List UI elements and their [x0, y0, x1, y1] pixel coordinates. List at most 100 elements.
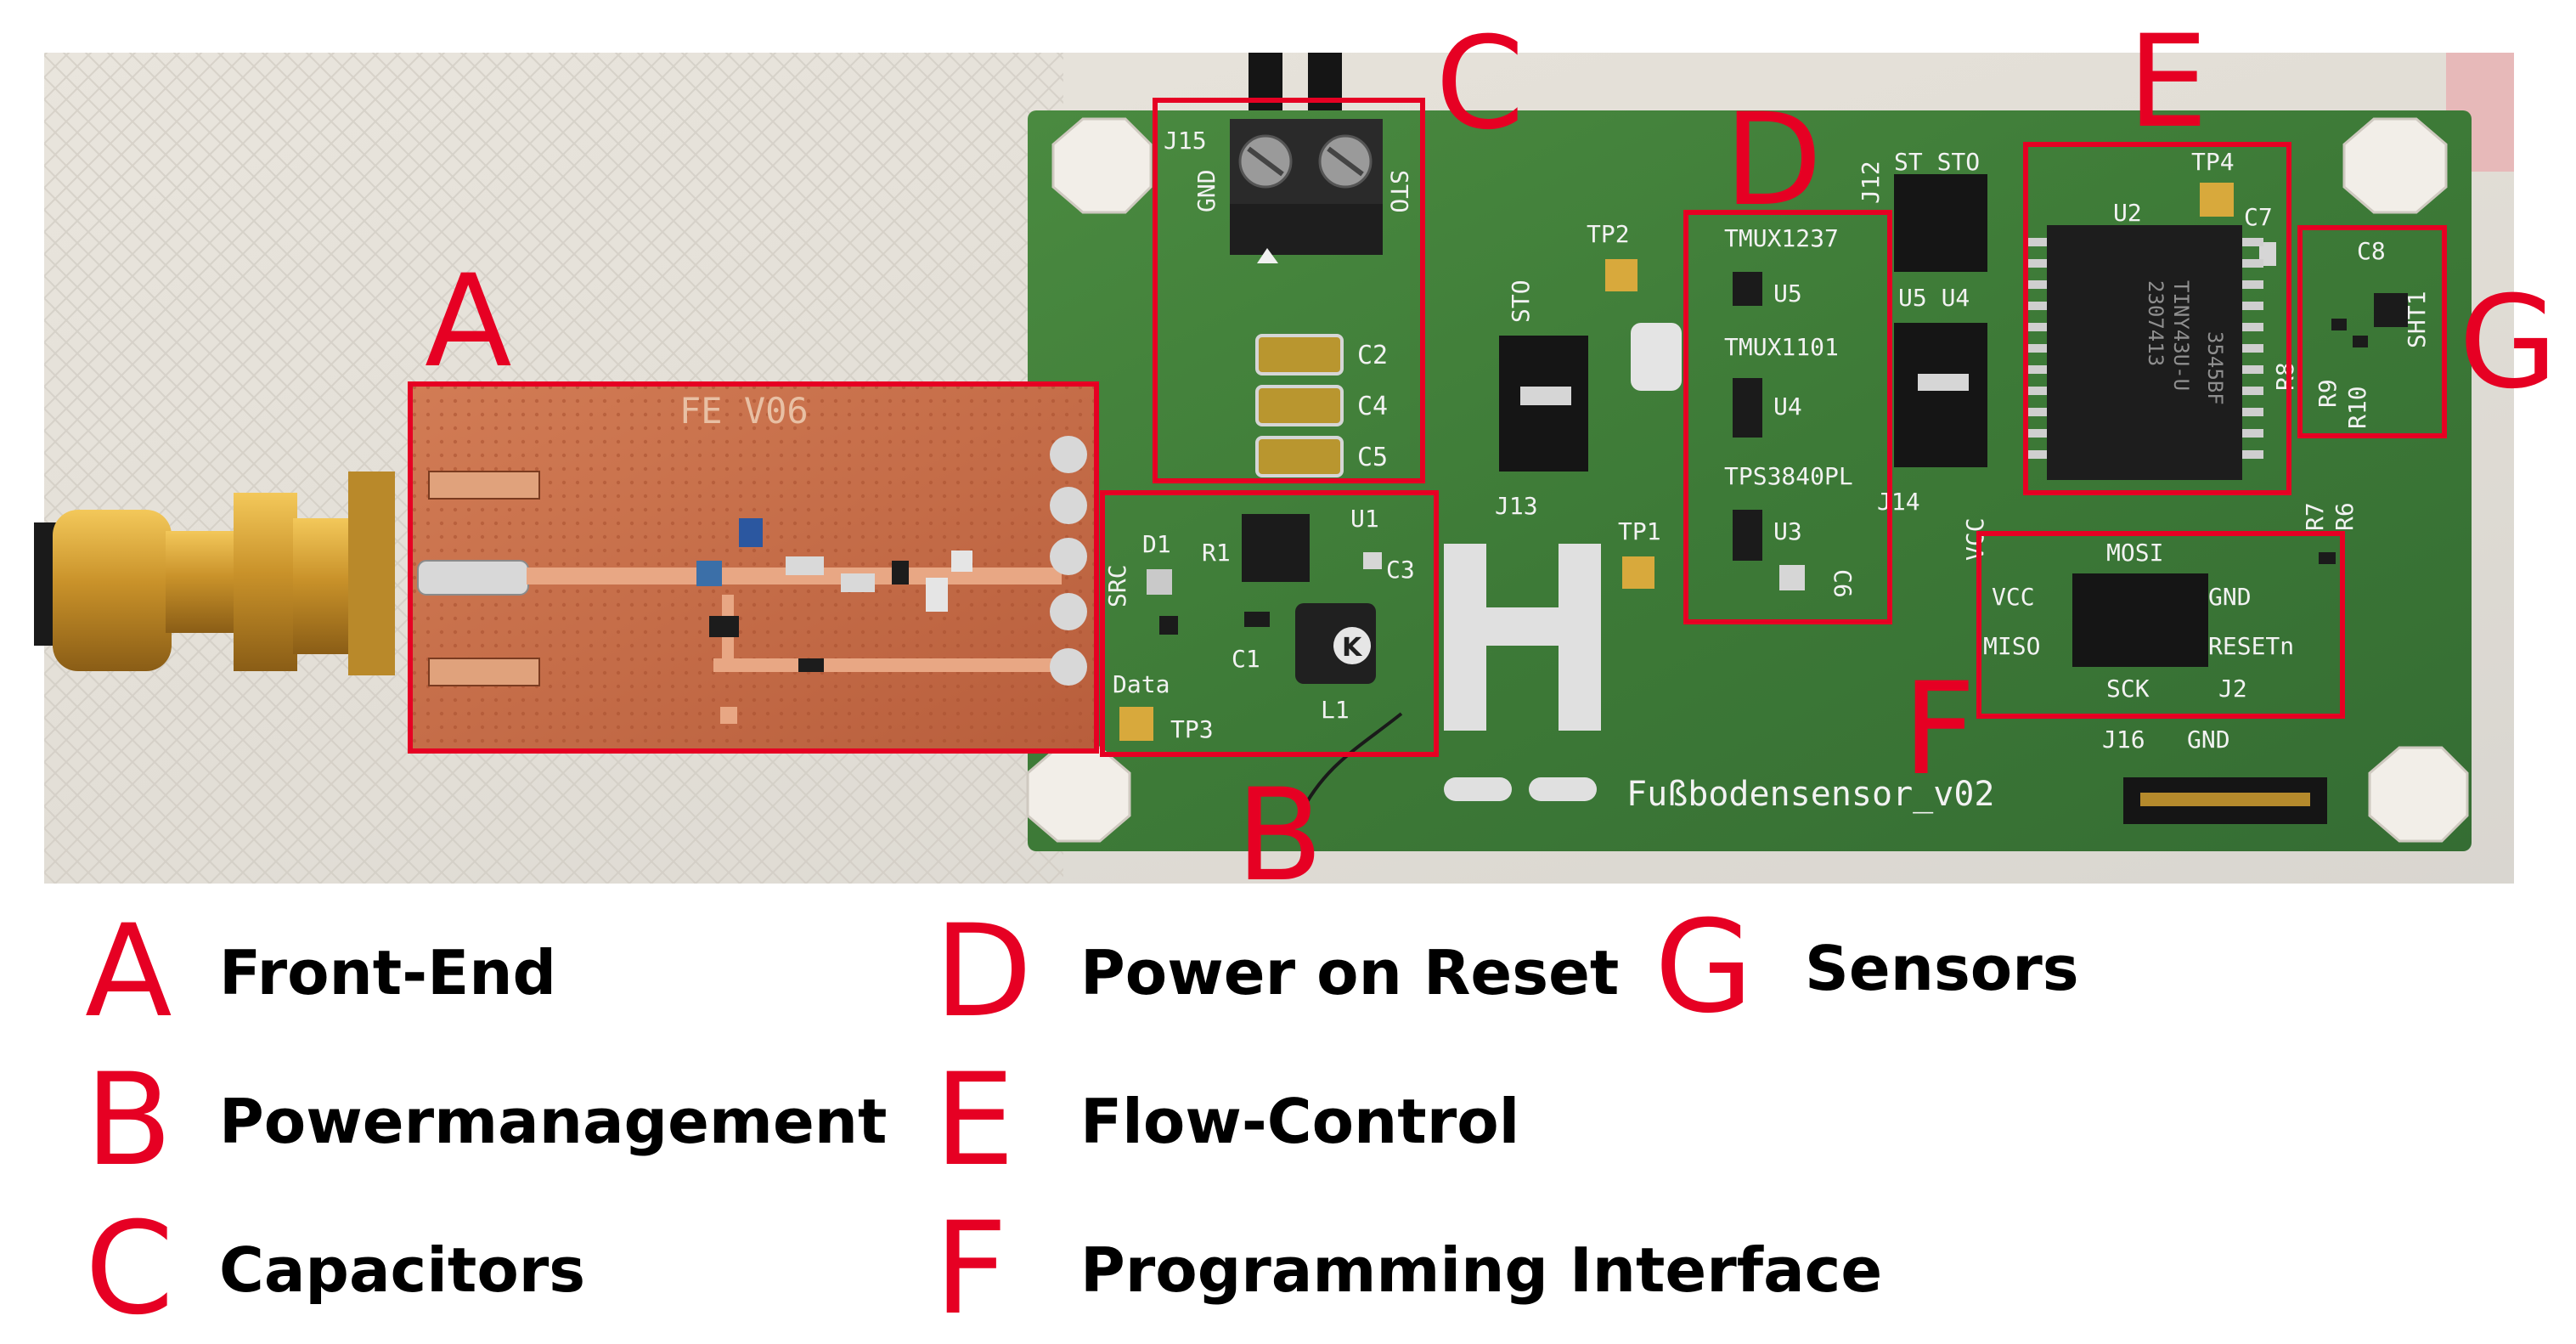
callout-b: B	[1236, 762, 1323, 910]
legend-label-e: Flow-Control	[1080, 1086, 1519, 1157]
silk-u5: U5	[1773, 280, 1802, 308]
silk-d1: D1	[1142, 530, 1171, 558]
standoff-bottom-left	[1026, 746, 1131, 843]
silk-c6: C6	[1829, 569, 1857, 598]
resistor-r9	[2331, 319, 2347, 330]
callout-e: E	[2128, 8, 2208, 156]
chip-line-3: 3545BF	[2203, 331, 2227, 405]
board-logo	[1444, 544, 1601, 801]
box-e-flow-control	[2023, 142, 2291, 495]
silk-r9: R9	[2314, 379, 2342, 408]
silk-j16: J16	[2102, 726, 2145, 754]
standoff-top-left	[1051, 117, 1153, 214]
white-blob	[1631, 323, 1682, 391]
terminal-block-j15	[1230, 119, 1383, 263]
legend-letter-b: B	[85, 1047, 172, 1194]
ic-u1	[1242, 514, 1310, 582]
legend-letter-c: C	[85, 1195, 174, 1343]
header-u5u4	[1894, 323, 1987, 467]
silk-c3: C3	[1386, 556, 1415, 584]
silk-c2: C2	[1357, 341, 1388, 370]
silk-j12: J12	[1857, 161, 1885, 204]
silk-r1: R1	[1202, 539, 1231, 567]
box-f-programming-interface	[1976, 531, 2345, 719]
testpoint-tp4	[2200, 183, 2234, 217]
cap-c6	[1779, 565, 1805, 590]
thin-wire	[1298, 712, 1403, 816]
silk-vcc: VCC	[1992, 583, 2035, 611]
callout-c: C	[1435, 10, 1525, 158]
silk-r10: R10	[2343, 386, 2371, 429]
box-d-power-on-reset	[1683, 210, 1892, 624]
resistor-r7	[2319, 552, 2336, 564]
diode-d1	[1147, 569, 1172, 595]
box-c-capacitors	[1153, 98, 1425, 483]
silk-vcc-vertical: VCC	[1961, 517, 1989, 561]
silk-mosi: MOSI	[2106, 539, 2163, 567]
testpoint-tp2	[1605, 259, 1637, 291]
header-j16-pins	[2140, 793, 2310, 806]
testpoint-tp3	[1119, 707, 1153, 741]
box-b-powermanagement	[1100, 490, 1439, 757]
silk-c5: C5	[1357, 443, 1388, 472]
inductor-mark-bg	[1333, 627, 1371, 664]
silk-src: SRC	[1103, 564, 1131, 607]
photo: FE V06	[34, 53, 2514, 884]
callout-a: A	[425, 248, 512, 396]
silk-miso: MISO	[1983, 632, 2040, 660]
callout-g: G	[2459, 269, 2557, 417]
silk-u2: U2	[2113, 199, 2142, 227]
sma-connector	[34, 472, 395, 675]
legend-label-b: Powermanagement	[219, 1086, 887, 1157]
standoff-bottom-right	[2368, 746, 2469, 843]
silk-u5u4: U5 U4	[1898, 284, 1970, 312]
silk-data: Data	[1113, 670, 1170, 698]
legend-label-d: Power on Reset	[1080, 937, 1619, 1008]
resistor-r10	[2353, 336, 2368, 347]
silk-gnd-vertical: GND	[1192, 169, 1220, 212]
legend-item-a: A Front-End	[85, 898, 556, 1046]
silk-c4: C4	[1357, 392, 1388, 421]
cap-c3	[1363, 552, 1382, 569]
sensor-sht1	[2374, 293, 2408, 327]
legend-letter-d: D	[934, 898, 1033, 1046]
legend-label-c: Capacitors	[219, 1234, 585, 1306]
callout-f: F	[1902, 656, 1976, 804]
legend-item-d: D Power on Reset	[934, 898, 1619, 1046]
silk-c7: C7	[2244, 203, 2273, 231]
silk-sht1: SHT1	[2403, 291, 2431, 348]
testpoint-tp1	[1622, 556, 1654, 589]
callout-letters: A B C D E F G	[425, 8, 2557, 910]
jumper-j13	[1520, 387, 1571, 405]
ic-tps3840	[1733, 510, 1762, 561]
silk-tps3840: TPS3840PL	[1724, 462, 1853, 490]
wire-black-1	[1249, 53, 1282, 121]
frontend-marking: FE V06	[679, 390, 809, 432]
callout-d: D	[1724, 87, 1823, 234]
legend-label-g: Sensors	[1805, 933, 2079, 1004]
legend-item-b: B Powermanagement	[85, 1047, 887, 1194]
silk-r7: R7	[2301, 502, 2329, 531]
silk-st-sto: ST_STO	[1894, 148, 1980, 177]
inductor-mark: K	[1342, 633, 1363, 663]
silk-sto-vertical: STO	[1385, 170, 1413, 213]
silk-r6: R6	[2331, 502, 2359, 531]
silk-tp4: TP4	[2191, 148, 2235, 176]
silk-tp3: TP3	[1170, 715, 1214, 743]
ic-tmux1101	[1733, 378, 1762, 438]
box-g-sensors	[2297, 225, 2447, 438]
box-a-frontend	[408, 381, 1099, 754]
silk-gnd-j16: GND	[2187, 726, 2230, 754]
silk-u1: U1	[1350, 505, 1379, 533]
header-j12	[1894, 174, 1987, 272]
frontend-board: FE V06	[410, 384, 1096, 751]
silk-j2: J2	[2218, 675, 2247, 703]
highlight-boxes	[408, 98, 2447, 757]
silk-resetn: RESETn	[2208, 632, 2294, 660]
silk-j14: J14	[1877, 488, 1920, 516]
silk-tp1: TP1	[1618, 517, 1661, 545]
ic-tmux1237	[1733, 272, 1762, 306]
silk-gnd-f: GND	[2208, 583, 2252, 611]
